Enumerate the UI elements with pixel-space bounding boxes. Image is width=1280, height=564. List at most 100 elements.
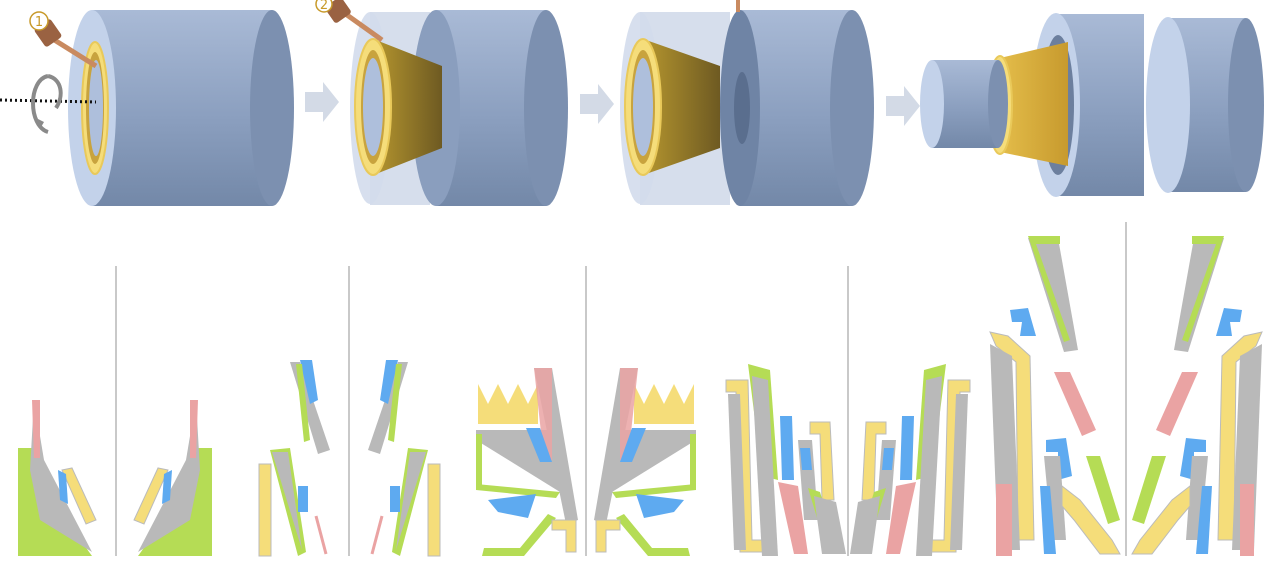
section-yellow <box>1131 484 1191 555</box>
section-pink <box>886 482 916 554</box>
rotation-axis <box>0 98 97 104</box>
section-blue <box>1216 308 1242 336</box>
bore <box>363 58 383 156</box>
cylinder-back-end <box>524 10 568 206</box>
section-blue <box>526 428 552 462</box>
cross-section-4 <box>725 364 971 556</box>
cylinder-body <box>92 10 272 206</box>
section-gray <box>396 452 426 550</box>
section-pink <box>32 400 40 458</box>
section-gray <box>30 400 92 552</box>
section-blue <box>636 494 684 518</box>
section-gray <box>850 496 880 554</box>
section-blue <box>58 470 68 504</box>
rotation-arrow-icon <box>31 74 63 134</box>
cross-section-1 <box>18 400 212 556</box>
section-yellow <box>61 467 97 525</box>
section-yellow <box>478 384 538 424</box>
core-front-face <box>920 60 944 148</box>
cross-section-3 <box>476 368 696 556</box>
section-pink <box>778 482 808 554</box>
section-green <box>476 434 482 486</box>
step-2-marker <box>315 0 333 13</box>
step-2-label: 2 <box>320 0 328 13</box>
cylinder-back-end <box>250 10 294 206</box>
cone-cut <box>376 40 442 174</box>
stage-1: 1 <box>0 10 294 206</box>
process-arrow-icon <box>580 84 614 124</box>
section-green <box>1028 236 1070 342</box>
dividers <box>115 222 1127 556</box>
section-green <box>388 364 402 442</box>
bore <box>633 58 653 156</box>
section-green <box>476 484 560 498</box>
section-yellow <box>634 384 694 424</box>
cutting-tool-shank <box>46 33 98 69</box>
section-green <box>1182 236 1224 342</box>
section-blue <box>300 360 318 404</box>
cone-cut <box>646 40 720 174</box>
cone-part <box>1000 42 1068 166</box>
section-yellow <box>551 519 577 553</box>
core-back <box>988 60 1008 148</box>
section-blue <box>780 416 794 480</box>
section-green <box>690 434 696 486</box>
section-blue <box>298 486 308 512</box>
section-pink <box>534 368 552 460</box>
section-yellow <box>258 463 272 557</box>
section-gray <box>1232 344 1262 550</box>
section-pink <box>1240 484 1254 556</box>
parting-shadow <box>734 72 750 144</box>
section-green <box>616 514 690 556</box>
rotation-arrowhead-icon <box>36 118 44 129</box>
section-blue <box>900 416 914 480</box>
section-green <box>1086 456 1120 524</box>
section-blue <box>162 470 172 504</box>
section-pink <box>190 400 198 458</box>
section-pink <box>314 515 328 555</box>
section-yellow <box>595 519 621 553</box>
cylinder-back-end <box>830 10 874 206</box>
process-arrow-icon <box>886 86 920 126</box>
section-blue <box>800 448 812 470</box>
stage-2: 2 <box>315 0 568 206</box>
outer-ring-back <box>1228 18 1264 192</box>
section-blue <box>1040 486 1056 554</box>
section-blue <box>620 428 646 462</box>
section-pink <box>620 368 638 460</box>
section-yellow <box>133 467 169 525</box>
section-green <box>482 514 556 556</box>
process-arrow-icon <box>305 82 339 122</box>
section-yellow <box>989 331 1035 541</box>
section-pink <box>370 515 384 555</box>
section-pink <box>1054 372 1096 436</box>
section-pink <box>996 484 1012 556</box>
step-1-label: 1 <box>35 15 43 30</box>
cross-section-2 <box>258 360 441 557</box>
section-blue <box>1196 486 1212 554</box>
section-blue <box>390 486 400 512</box>
section-gray <box>272 452 302 550</box>
section-gray <box>728 394 746 550</box>
section-gray <box>950 394 968 550</box>
section-blue <box>488 494 536 518</box>
section-pink <box>1156 372 1198 436</box>
section-green <box>296 364 310 442</box>
cross-section-5 <box>989 236 1263 556</box>
section-yellow <box>1217 331 1263 541</box>
section-gray <box>1044 456 1066 540</box>
outer-ring-front <box>1146 17 1190 193</box>
section-gray <box>138 400 200 552</box>
section-blue <box>1010 308 1036 336</box>
section-gray <box>752 376 778 556</box>
section-yellow <box>1061 484 1121 555</box>
section-green <box>1132 456 1166 524</box>
section-green <box>612 484 696 498</box>
section-blue <box>380 360 398 404</box>
bore <box>89 60 103 156</box>
section-gray <box>1186 456 1208 540</box>
section-gray <box>916 376 942 556</box>
section-yellow <box>427 463 441 557</box>
section-gray <box>814 496 846 554</box>
